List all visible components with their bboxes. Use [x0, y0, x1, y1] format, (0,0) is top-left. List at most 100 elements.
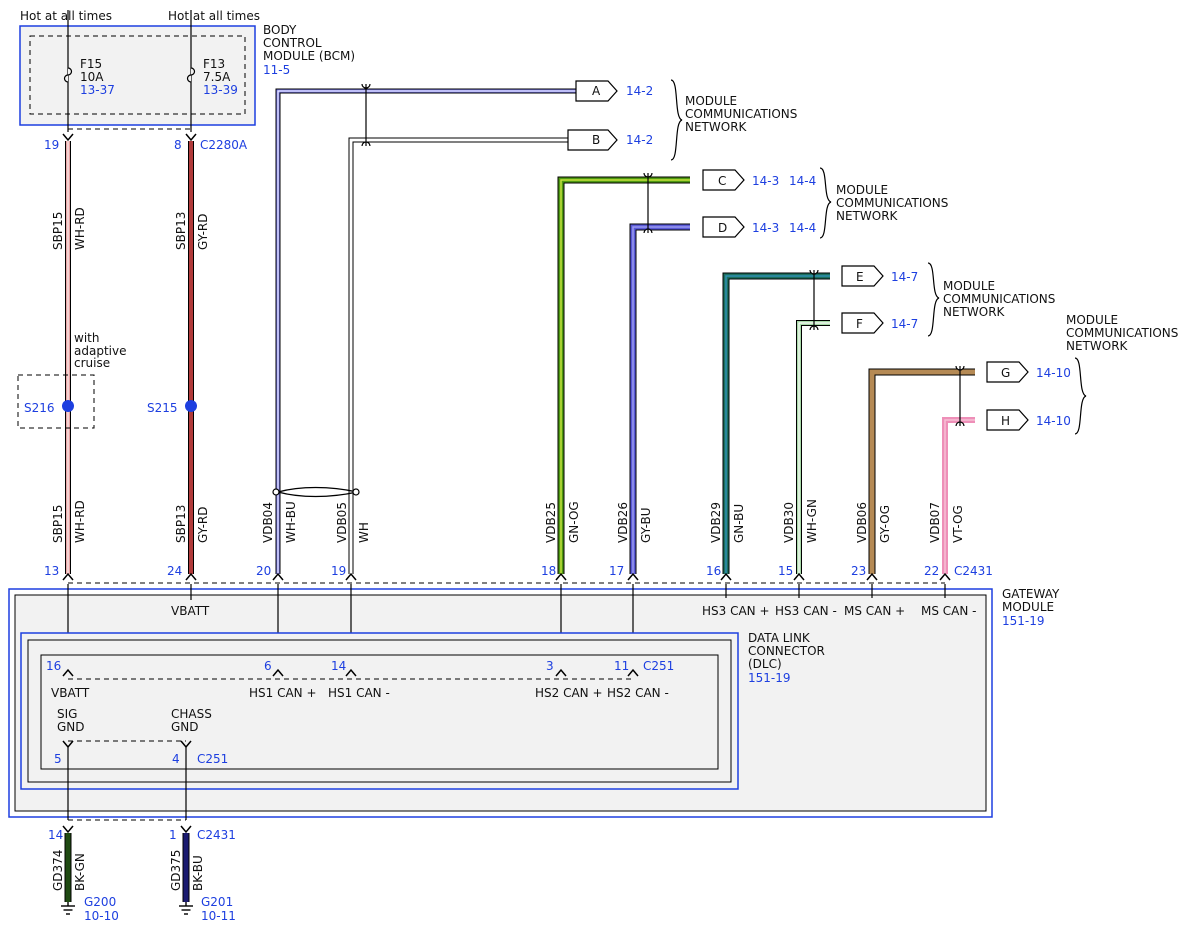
- sbp13-bot-circuit: SBP13: [174, 505, 188, 543]
- g200-name: G200: [84, 895, 116, 909]
- gd375-color: BK-BU: [191, 855, 205, 891]
- c2431-arrow-19: [345, 572, 357, 581]
- fuse-f13-symbol: [186, 67, 196, 83]
- sbp15-bot-color: WH-RD: [73, 500, 87, 543]
- ground-arrow-14: [62, 825, 74, 834]
- brace-gh: [1074, 357, 1087, 435]
- wire-vdb04: [275, 88, 578, 574]
- c2431-pin-13: 13: [44, 564, 59, 578]
- s216-option-box: [17, 374, 95, 429]
- connector-g-ref: 14-10: [1036, 366, 1071, 380]
- c2431-label: C2431: [954, 564, 993, 578]
- dlc-outer-frame: [20, 632, 739, 790]
- sbp13-bot-color: GY-RD: [196, 506, 210, 543]
- g200-ref: 10-10: [84, 909, 119, 923]
- fuse-f15-symbol: [63, 67, 73, 83]
- dlc-frame-3: [40, 654, 719, 770]
- dlc-arrows: [62, 668, 639, 677]
- dlc-sig-gnd-2: GND: [57, 720, 85, 734]
- c2431-pin-17: 17: [609, 564, 624, 578]
- wire-vdb30-stripe: [798, 322, 830, 574]
- dlc-chass-gnd-2: GND: [171, 720, 199, 734]
- ground-g201-icon: [179, 902, 193, 915]
- connector-h-flag: [986, 409, 1029, 431]
- ground-wires: 14 1 C2431 GD374 BK-GN GD375 BK-BU G200 …: [48, 819, 236, 923]
- brace-ef: [927, 262, 940, 337]
- splice-note-2: adaptive: [74, 344, 126, 358]
- network-label-cd-1: MODULE: [836, 183, 888, 197]
- connector-f-ref: 14-7: [891, 317, 918, 331]
- network-label-ab-3: NETWORK: [685, 120, 748, 134]
- c2431-arrow-15: [793, 572, 805, 581]
- vdb30-circuit: VDB30: [782, 502, 796, 543]
- network-label-ab-1: MODULE: [685, 94, 737, 108]
- gd374-color: BK-GN: [73, 853, 87, 891]
- connector-f-letter: F: [856, 317, 863, 331]
- connector-h-ref: 14-10: [1036, 414, 1071, 428]
- dlc-title-1: DATA LINK: [748, 631, 811, 645]
- connector-h-letter: H: [1001, 414, 1010, 428]
- connector-d-ref2: 14-4: [789, 221, 816, 235]
- dlc-arrow-16: [62, 668, 74, 677]
- bcm-title-2: CONTROL: [263, 36, 322, 50]
- network-label-ef-2: COMMUNICATIONS: [943, 292, 1055, 306]
- connector-d-flag: [702, 216, 745, 238]
- vdb07-circuit: VDB07: [928, 502, 942, 543]
- g201-name: G201: [201, 895, 233, 909]
- connector-b-flag: [567, 129, 618, 151]
- gateway-connector-c2431: 13 24 20 19 18 17 16 15 23 22 C2431: [44, 564, 993, 584]
- ms-can-wires: VDB06 GY-OG VDB07 VT-OG: [855, 365, 975, 574]
- wire-vdb26-stripe: [632, 226, 690, 574]
- vdb29-color: GN-BU: [732, 504, 746, 543]
- dlc-gnd-c251-label: C251: [197, 752, 228, 766]
- ground-arrow-1: [180, 825, 192, 834]
- vdb04-circuit: VDB04: [261, 502, 275, 543]
- bcm-title-1: BODY: [263, 23, 297, 37]
- wire-vdb06-fill: [869, 369, 975, 574]
- s215-label: S215: [147, 401, 178, 415]
- fuse-f13-rating: 7.5A: [203, 70, 231, 84]
- hot-at-all-times-left: Hot at all times: [20, 9, 112, 23]
- dlc-frame-2: [27, 639, 732, 783]
- wire-vdb07-stripe: [944, 419, 975, 574]
- network-label-gh-3: NETWORK: [1066, 339, 1129, 353]
- c2431-arrow-24: [185, 572, 197, 581]
- dlc-pin-3: 3: [546, 659, 554, 673]
- bcm-title-3: MODULE (BCM): [263, 49, 355, 63]
- bcm-ref: 11-5: [263, 63, 290, 77]
- vdb26-color: GY-BU: [639, 507, 653, 543]
- dlc-hs2m-label: HS2 CAN -: [607, 686, 669, 700]
- sbp15-top-color: WH-RD: [73, 207, 87, 250]
- wire-vdb05-fill: [349, 138, 570, 574]
- c2431-arrow-17: [627, 572, 639, 581]
- gateway-ref: 151-19: [1002, 614, 1045, 628]
- dlc-pin-14: 14: [331, 659, 346, 673]
- network-labels: MODULE COMMUNICATIONS NETWORK MODULE COM…: [670, 79, 1178, 435]
- wire-vdb04-stripe: [277, 90, 578, 574]
- c2431-pin-16: 16: [706, 564, 721, 578]
- wire-vdb07: [942, 417, 975, 574]
- connector-c-flag: [702, 169, 745, 191]
- bcm-module: Hot at all times Hot at all times BODY C…: [19, 9, 355, 152]
- connector-flags: A 14-2 B 14-2 C 14-3 14-4 D 14-3 14-4 E …: [567, 80, 1071, 431]
- gateway-msm-label: MS CAN -: [921, 604, 977, 618]
- twist-ef: [809, 269, 819, 331]
- splice-s215: [185, 400, 197, 412]
- dlc-vbatt-label: VBATT: [51, 686, 90, 700]
- twist-hs1-left-end: [272, 488, 280, 496]
- dlc-hs2p-label: HS2 CAN +: [535, 686, 603, 700]
- gd375-circuit: GD375: [169, 850, 183, 891]
- connector-b-letter: B: [592, 133, 600, 147]
- c2431-arrows: [62, 572, 951, 581]
- connector-e-flag: [841, 265, 884, 287]
- vdb25-color: GN-OG: [567, 501, 581, 543]
- wire-vdb29-stripe: [725, 275, 830, 574]
- c2431-arrow-23: [866, 572, 878, 581]
- gd374-circuit: GD374: [51, 850, 65, 891]
- power-wires: SBP15 WH-RD SBP13 GY-RD with adaptive cr…: [17, 141, 210, 574]
- hs3-can-wires: VDB29 GN-BU VDB30 WH-GN: [709, 269, 830, 574]
- splice-s216: [62, 400, 74, 412]
- hs1-can-wires: VDB04 WH-BU VDB05 WH: [261, 83, 578, 574]
- dlc-c251-label: C251: [643, 659, 674, 673]
